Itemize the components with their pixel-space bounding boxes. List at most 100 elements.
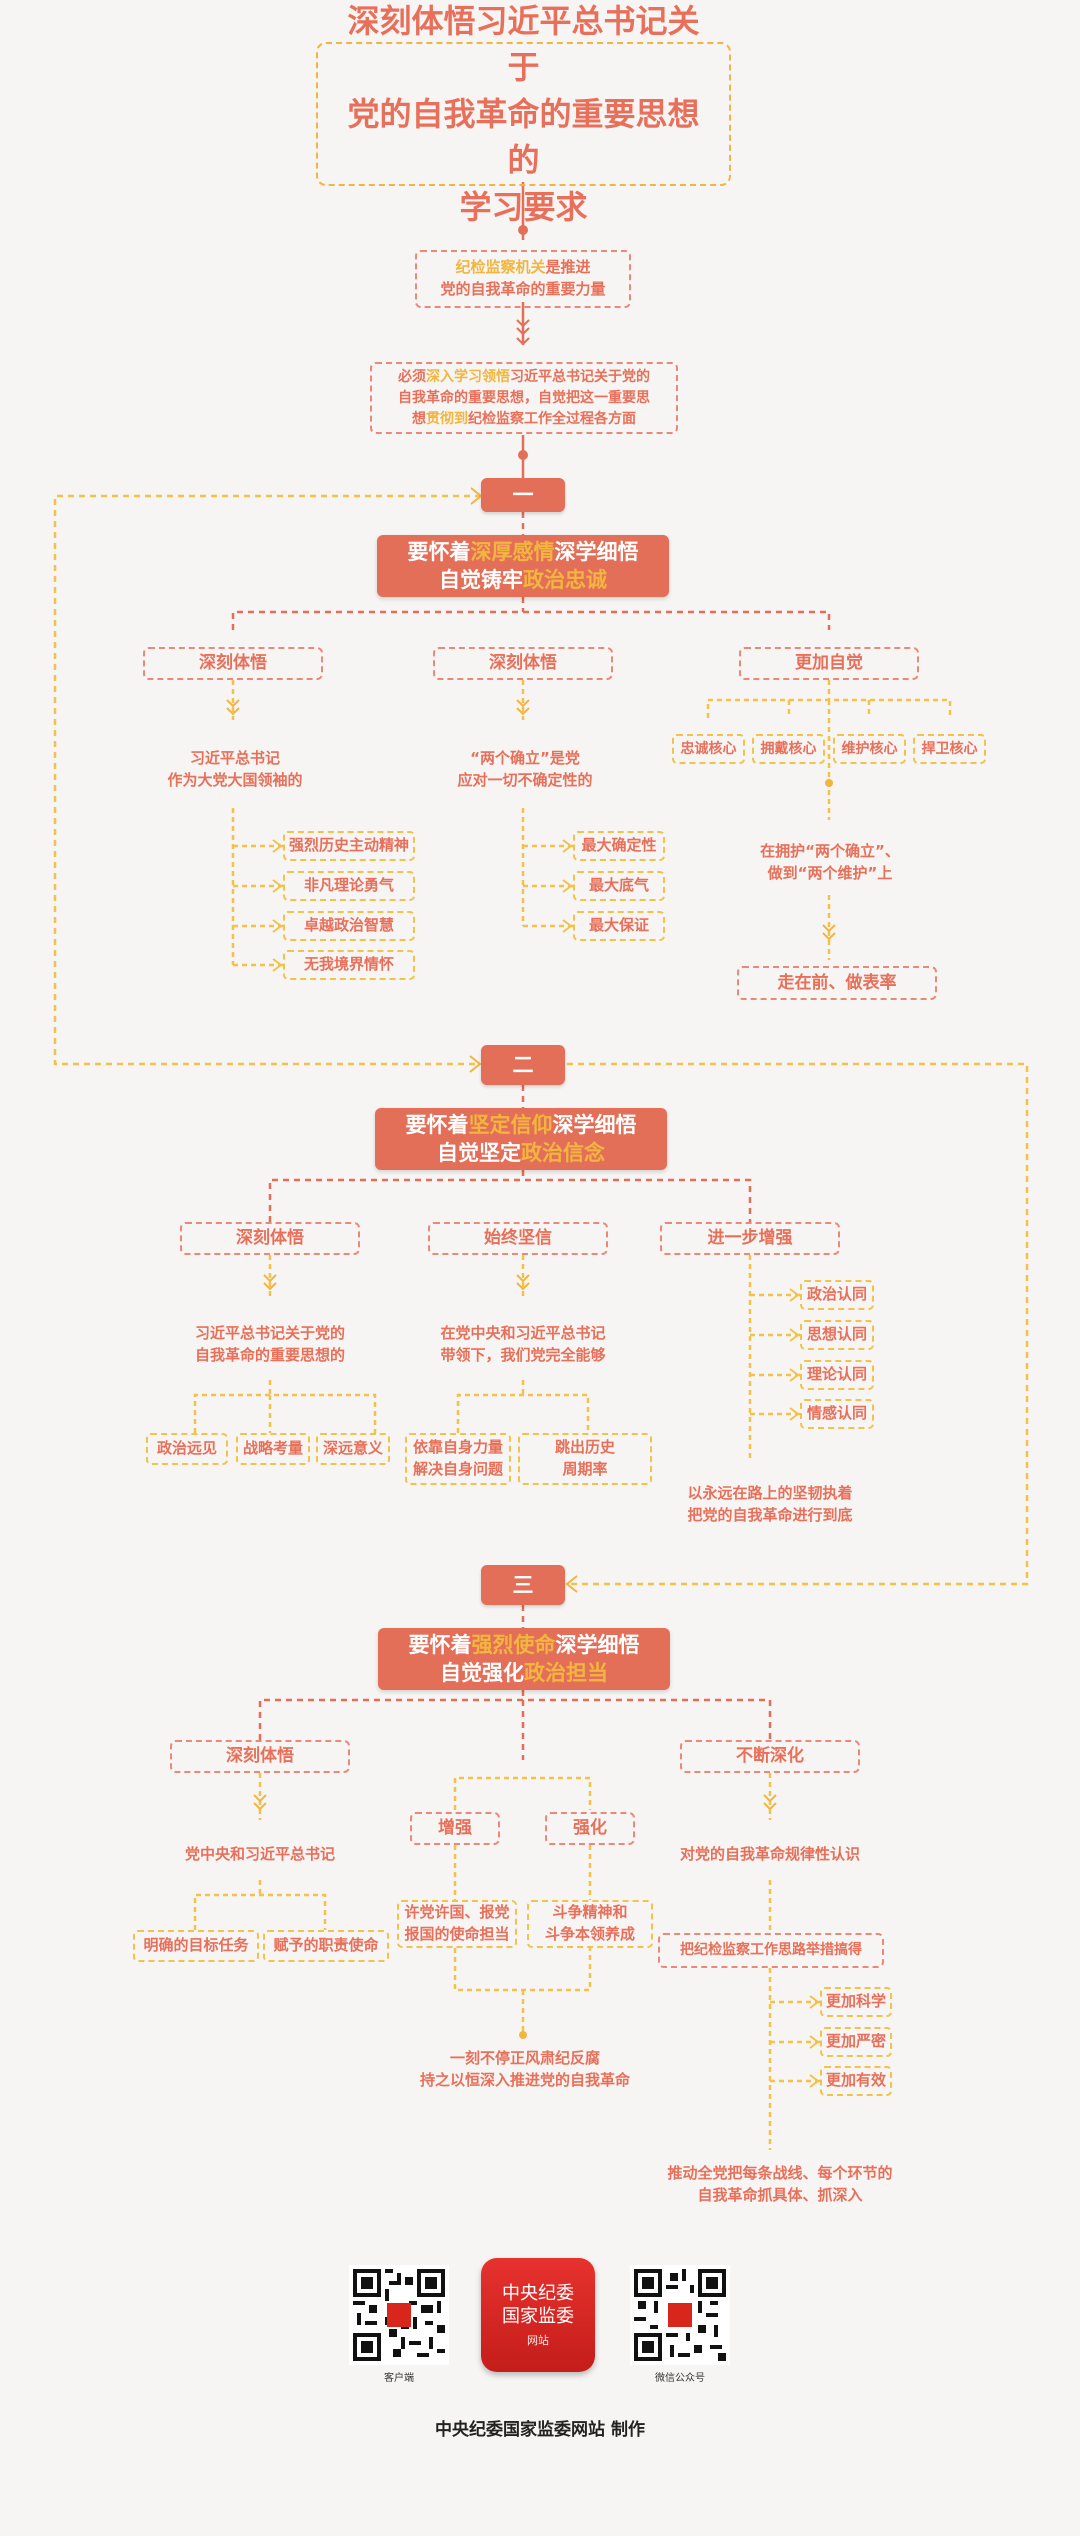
- logo-line-1: 中央纪委: [502, 2282, 574, 2304]
- s1-col1-text: 习近平总书记 作为大党大国领袖的: [135, 735, 335, 805]
- s1-col2-label: 深刻体悟: [433, 647, 613, 680]
- s2-col3-text: 以永远在路上的坚韧执着 把党的自我革命进行到底: [660, 1470, 880, 1540]
- s2-col3-item-4: 情感认同: [800, 1399, 874, 1429]
- s2-col2-item-1: 依靠自身力量 解决自身问题: [405, 1433, 511, 1485]
- s2-col1-text1: 习近平总书记关于党的: [194, 1324, 345, 1343]
- s1-col1-text1: 习近平总书记: [189, 749, 280, 768]
- title-line-1: 深刻体悟习近平总书记关于: [347, 2, 700, 87]
- s3-col2-result2: 持之以恒深入推进党的自我革命: [419, 2071, 630, 2089]
- s2-col2-text2: 带领下，我们党完全能够: [440, 1346, 606, 1364]
- section-2-heading: 要怀着坚定信仰深学细悟 自觉坚定政治信念: [375, 1108, 667, 1170]
- qr-code-client[interactable]: [349, 2265, 449, 2365]
- s3-col2-sub-1: 增强: [410, 1812, 500, 1845]
- s1-head-hl1: 深厚感情: [470, 539, 555, 564]
- section-3-number: 三: [481, 1565, 565, 1605]
- s3-col1-item-1: 明确的目标任务: [133, 1930, 259, 1962]
- s1-col3-item-4: 捍卫核心: [913, 734, 986, 764]
- qr-code-icon: [353, 2269, 445, 2361]
- s3-col3-item-2: 更加严密: [820, 2027, 892, 2057]
- s1-col1-label: 深刻体悟: [143, 647, 323, 680]
- s3-col2-item2b: 斗争本领养成: [544, 1925, 635, 1943]
- s1-col3-item-3: 维护核心: [833, 734, 906, 764]
- section-1-number: 一: [481, 478, 565, 512]
- qr-client-label: 客户端: [384, 2373, 414, 2384]
- s3-col2-result1: 一刻不停正风肃纪反腐: [449, 2049, 600, 2068]
- intro2-t2: 习近平总书记关于党的: [510, 368, 650, 385]
- s2-col3-item-1: 政治认同: [800, 1280, 874, 1310]
- s1-col1-item-3: 卓越政治智慧: [283, 911, 415, 941]
- page-title: 深刻体悟习近平总书记关于 党的自我革命的重要思想的 学习要求: [316, 2, 731, 226]
- intro2-t4: 想: [412, 410, 426, 427]
- s1-head-a: 要怀着: [407, 539, 471, 564]
- s3-col3-result: 推动全党把每条战线、每个环节的 自我革命抓具体、抓深入: [645, 2155, 915, 2215]
- s1-col3-text2: 做到“两个维护”上: [767, 863, 893, 882]
- s3-col3-box: 把纪检监察工作思路举措搞得: [658, 1933, 884, 1968]
- s3-col2-item1a: 许党许国、报党: [404, 1903, 510, 1922]
- intro-box-2: 必须深入学习领悟习近平总书记关于党的 自我革命的重要思想，自觉把这一重要思 想贯…: [370, 362, 678, 434]
- s1-head-hl2: 政治忠诚: [523, 568, 607, 592]
- s2-col2-text1: 在党中央和习近平总书记: [440, 1324, 606, 1343]
- intro1-highlight: 纪检监察机关: [455, 258, 546, 277]
- s3-col3-text: 对党的自我革命规律性认识: [679, 1845, 860, 1864]
- s2-col1-text: 习近平总书记关于党的 自我革命的重要思想的: [160, 1310, 380, 1380]
- s3-col2-item-1: 许党许国、报党 报国的使命担当: [397, 1900, 517, 1948]
- s3-col3-label: 不断深化: [680, 1740, 860, 1773]
- s2-head-c: 自觉坚定: [437, 1141, 521, 1165]
- s2-col1-label: 深刻体悟: [180, 1222, 360, 1255]
- s1-col3-text: 在拥护“两个确立”、 做到“两个维护”上: [735, 830, 925, 895]
- credit-line: 中央纪委国家监委网站 制作: [435, 2420, 645, 2440]
- s2-col3-item-2: 思想认同: [800, 1320, 874, 1350]
- s3-head-c: 自觉强化: [440, 1661, 524, 1685]
- s1-col3-text1: 在拥护“两个确立”、: [760, 841, 900, 860]
- intro1-text2: 党的自我革命的重要力量: [440, 280, 606, 298]
- section-3-heading: 要怀着强烈使命深学细悟 自觉强化政治担当: [378, 1628, 670, 1690]
- s3-col3-result1: 推动全党把每条战线、每个环节的: [667, 2164, 893, 2183]
- s2-head-hl2: 政治信念: [521, 1141, 605, 1165]
- s2-col2-item2a: 跳出历史: [554, 1438, 615, 1457]
- qr-code-wechat[interactable]: [630, 2265, 730, 2365]
- s1-col3-label: 更加自觉: [739, 647, 919, 680]
- s2-col3-text2: 把党的自我革命进行到底: [687, 1506, 853, 1524]
- section-2-number: 二: [481, 1045, 565, 1085]
- s1-col2-item-1: 最大确定性: [573, 831, 665, 861]
- s3-col1-label: 深刻体悟: [170, 1740, 350, 1773]
- s1-col3-item-1: 忠诚核心: [672, 734, 745, 764]
- s1-head-b: 深学细悟: [554, 539, 639, 564]
- logo-line-3: 网站: [527, 2334, 549, 2348]
- s2-col1-item-3: 深远意义: [316, 1433, 390, 1465]
- s3-col1-text: 党中央和习近平总书记: [184, 1845, 335, 1864]
- s3-col2-item-2: 斗争精神和 斗争本领养成: [527, 1900, 653, 1948]
- intro2-hl2: 贯彻到: [426, 410, 468, 427]
- intro2-t1: 必须: [398, 368, 426, 385]
- intro-box-1: 纪检监察机关是推进 党的自我革命的重要力量: [415, 250, 631, 308]
- qr-code-icon: [634, 2269, 726, 2361]
- s1-col2-text1: “两个确立”是党: [470, 749, 580, 768]
- s1-col2-text2: 应对一切不确定性的: [457, 771, 593, 789]
- s1-col1-item-4: 无我境界情怀: [283, 950, 415, 980]
- s1-col3-result: 走在前、做表率: [737, 966, 937, 1000]
- s2-col1-item-1: 政治远见: [146, 1433, 228, 1465]
- s2-col2-item2b: 周期率: [562, 1460, 608, 1478]
- s3-head-a: 要怀着: [408, 1632, 472, 1657]
- intro2-hl1: 深入学习领悟: [426, 368, 510, 385]
- logo-line-2: 国家监委: [502, 2306, 574, 2327]
- s2-col2-item1b: 解决自身问题: [412, 1460, 503, 1478]
- s2-head-b: 深学细悟: [552, 1112, 637, 1137]
- s3-col1-item-2: 赋予的职责使命: [263, 1930, 389, 1962]
- s3-col3-item-3: 更加有效: [820, 2066, 892, 2096]
- intro2-t5: 纪检监察工作全过程各方面: [468, 410, 636, 427]
- s2-col3-label: 进一步增强: [660, 1222, 840, 1255]
- s2-col3-text1: 以永远在路上的坚韧执着: [687, 1484, 853, 1503]
- s3-head-hl1: 强烈使命: [471, 1632, 556, 1657]
- site-logo: 中央纪委 国家监委 网站: [481, 2258, 595, 2372]
- s3-head-b: 深学细悟: [555, 1632, 640, 1657]
- section-1-heading: 要怀着深厚感情深学细悟 自觉铸牢政治忠诚: [377, 535, 669, 597]
- s1-col1-item-2: 非凡理论勇气: [283, 871, 415, 901]
- s1-col3-item-2: 拥戴核心: [752, 734, 825, 764]
- s2-col3-item-3: 理论认同: [800, 1360, 874, 1390]
- title-line-2: 党的自我革命的重要思想的: [347, 94, 700, 180]
- s3-col2-result: 一刻不停正风肃纪反腐 持之以恒深入推进党的自我革命: [395, 2040, 655, 2100]
- s3-head-hl2: 政治担当: [524, 1661, 608, 1685]
- s2-col2-text: 在党中央和习近平总书记 带领下，我们党完全能够: [413, 1310, 633, 1380]
